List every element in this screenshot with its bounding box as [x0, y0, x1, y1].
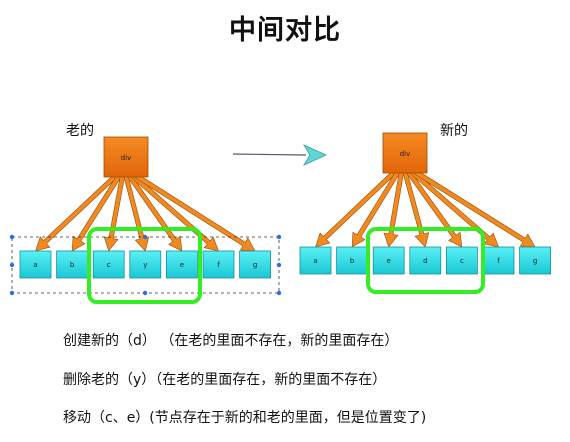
old-root-label: div — [121, 154, 132, 162]
description-create: 创建新的（d） （在老的里面不存在，新的里面存在） — [63, 333, 399, 349]
new-child-node — [519, 246, 551, 275]
old-arrow — [35, 173, 118, 252]
new-root-label: div — [400, 150, 411, 158]
new-child-node — [372, 246, 405, 275]
new-child-node — [482, 246, 515, 275]
old-child-label: f — [217, 261, 220, 269]
old-child-node — [165, 250, 198, 279]
new-child-label: g — [533, 257, 537, 265]
old-child-label: g — [253, 261, 257, 269]
new-child-label: c — [460, 257, 464, 265]
new-child-label: b — [350, 257, 355, 265]
old-child-node — [129, 250, 162, 279]
old-child-node — [92, 250, 125, 279]
description-move: 移动（c、e）(节点存在于新的和老的里面，但是位置变了) — [63, 410, 427, 426]
old-child-node — [19, 250, 52, 279]
old-highlight-box — [87, 227, 202, 304]
old-arrow — [71, 174, 122, 252]
selection-handles — [9, 234, 282, 296]
new-highlight-box — [366, 227, 485, 294]
old-arrow — [134, 173, 256, 252]
new-child-node — [299, 246, 332, 275]
new-tree-label: 新的 — [440, 123, 468, 139]
new-arrow — [383, 171, 405, 248]
page-title: 中间对比 — [229, 15, 341, 46]
new-arrow — [351, 170, 401, 248]
old-tree-arrows — [35, 173, 256, 252]
new-child-node — [445, 246, 478, 275]
old-child-node — [202, 250, 235, 279]
new-child-node — [409, 246, 442, 275]
old-arrow — [103, 175, 126, 252]
new-child-label: d — [423, 257, 427, 265]
new-arrow — [413, 169, 536, 248]
old-arrow — [127, 174, 183, 252]
new-child-label: f — [497, 257, 500, 265]
old-root-node — [103, 136, 149, 178]
old-child-node — [239, 250, 272, 279]
new-root-node — [382, 132, 428, 174]
old-tree-label: 老的 — [66, 123, 94, 139]
old-child-label: e — [180, 261, 184, 269]
new-child-node — [336, 246, 369, 275]
transition-arrow — [232, 144, 327, 166]
description-delete: 删除老的（y）（在老的里面存在，新的里面不存在） — [63, 372, 387, 388]
old-child-label: a — [33, 261, 37, 269]
old-child-label: y — [143, 261, 147, 269]
new-arrow — [315, 169, 397, 248]
new-child-label: e — [387, 257, 391, 265]
new-tree-arrows — [315, 169, 536, 248]
old-arrow — [123, 175, 150, 252]
new-child-label: a — [313, 257, 317, 265]
old-child-label: c — [107, 261, 111, 269]
old-child-label: b — [70, 261, 75, 269]
